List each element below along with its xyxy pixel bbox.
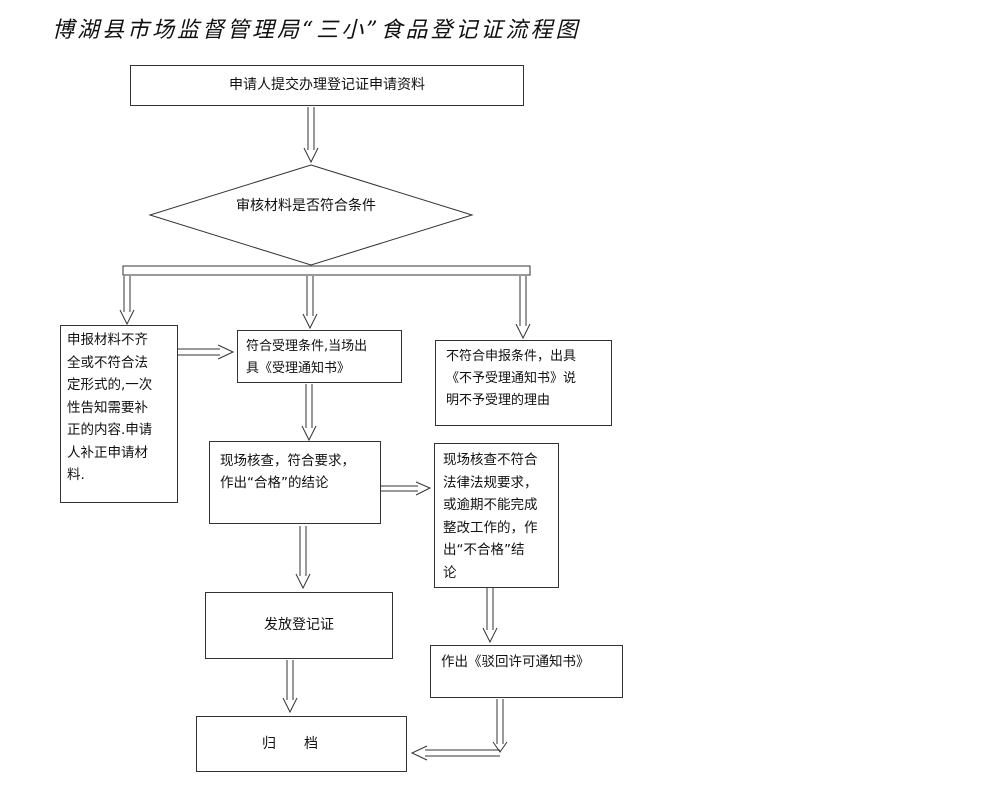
incomplete-line: 性告知需要补 <box>67 399 148 416</box>
incomplete-line: 料. <box>67 467 85 483</box>
inspect-fail-line: 论 <box>443 564 457 581</box>
issue-text: 发放登记证 <box>264 617 334 633</box>
arrow-to-accept <box>302 276 318 330</box>
reject-notice-text: 作出《驳回许可通知书》 <box>441 654 590 670</box>
incomplete-line: 人补正申请材 <box>67 444 148 461</box>
incomplete-line: 定形式的,一次 <box>67 377 153 393</box>
inspect-pass-line: 现场核查，符合要求， <box>220 453 355 469</box>
accept-line: 符合受理条件,当场出 <box>246 339 368 354</box>
reject-notice-box: 作出《驳回许可通知书》 <box>430 645 623 698</box>
incomplete-box: 申报材料不齐 全或不符合法 定形式的,一次 性告知需要补 正的内容.申请 人补正… <box>60 325 178 503</box>
reject-line: 《不予受理通知书》说 <box>446 371 577 386</box>
arrow-submit-to-review <box>303 107 319 164</box>
branch-bar <box>122 265 531 276</box>
inspect-fail-line: 出“不合格”结 <box>443 542 525 558</box>
incomplete-line: 正的内容.申请 <box>67 422 153 438</box>
inspect-fail-line: 或逾期不能完成 <box>443 497 538 513</box>
incomplete-line: 申报材料不齐 <box>67 332 148 348</box>
inspect-fail-box: 现场核查不符合 法律法规要求， 或逾期不能完成 整改工作的，作 出“不合格”结 … <box>434 443 559 588</box>
incomplete-line: 全或不符合法 <box>67 354 148 371</box>
submit-text: 申请人提交办理登记证申请资料 <box>229 77 425 93</box>
inspect-pass-box: 现场核查，符合要求， 作出“合格”的结论 <box>209 441 381 524</box>
accept-line: 具《受理通知书》 <box>246 361 351 376</box>
arrow-accept-to-inspect <box>301 384 317 442</box>
page-title: 博湖县市场监督管理局“三小”食品登记证流程图 <box>52 18 581 43</box>
arrow-pass-to-fail <box>381 481 432 496</box>
reject-box: 不符合申报条件，出具 《不予受理通知书》说 明不予受理的理由 <box>435 340 612 426</box>
archive-text: 归 档 <box>262 736 318 752</box>
arrow-fail-to-notice <box>482 588 498 644</box>
arrow-inspect-to-issue <box>295 526 311 590</box>
arrow-incomplete-to-accept <box>178 344 235 360</box>
arrow-to-reject <box>515 276 531 340</box>
arrow-issue-to-archive <box>282 660 298 714</box>
archive-box: 归 档 <box>196 716 407 772</box>
submit-box: 申请人提交办理登记证申请资料 <box>130 65 524 106</box>
inspect-fail-line: 法律法规要求， <box>443 474 538 491</box>
arrow-notice-to-archive <box>410 699 508 761</box>
decision-diamond <box>148 164 474 266</box>
inspect-fail-line: 整改工作的，作 <box>443 519 538 536</box>
issue-box: 发放登记证 <box>205 592 393 659</box>
arrow-to-incomplete <box>119 276 135 326</box>
inspect-pass-line: 作出“合格”的结论 <box>220 475 329 491</box>
review-text: 审核材料是否符合条件 <box>236 198 376 214</box>
inspect-fail-line: 现场核查不符合 <box>443 452 538 468</box>
reject-line: 明不予受理的理由 <box>446 393 551 408</box>
reject-line: 不符合申报条件，出具 <box>446 349 577 364</box>
accept-box: 符合受理条件,当场出 具《受理通知书》 <box>237 330 402 383</box>
